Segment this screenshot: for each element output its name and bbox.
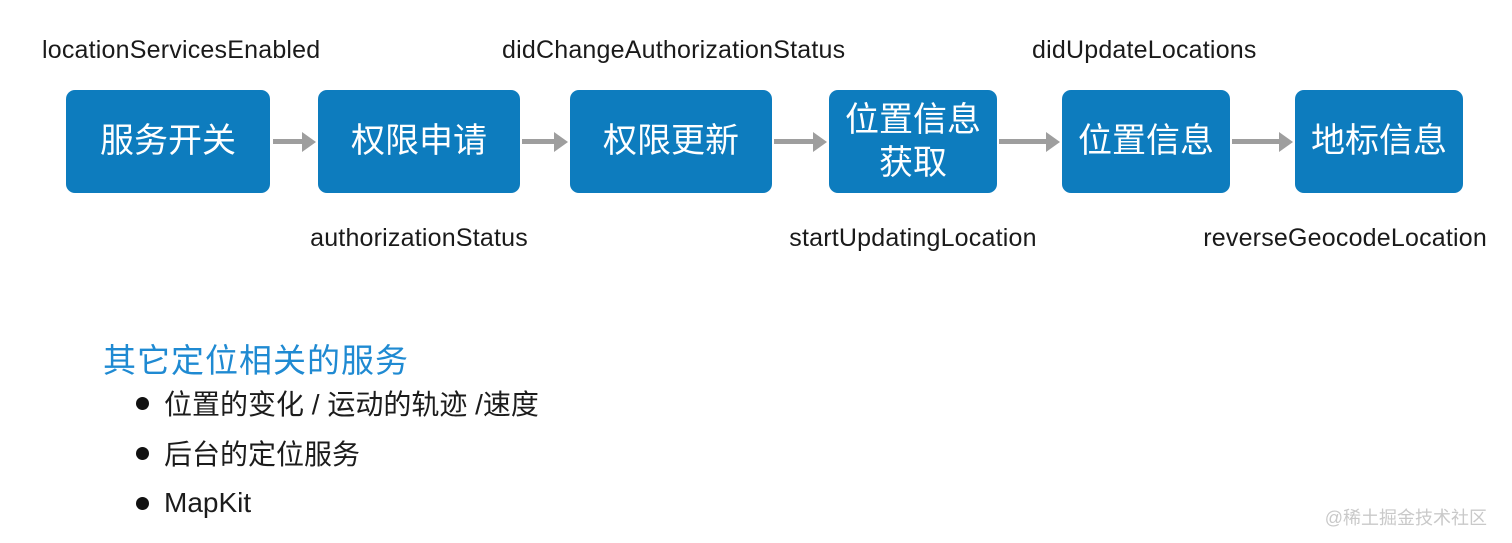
landmark-info-box: 地标信息 — [1295, 90, 1463, 193]
bullet-icon — [136, 396, 149, 410]
location-info-box: 位置信息 — [1062, 90, 1230, 193]
list-item: 位置的变化 / 运动的轨迹 /速度 — [136, 386, 539, 420]
label-reverse-geocode-location: reverseGeocodeLocation — [1203, 224, 1487, 252]
arrow-right-icon — [774, 131, 827, 152]
arrow-shaft — [273, 139, 302, 144]
label-start-updating-location: startUpdatingLocation — [789, 224, 1037, 252]
list-item-label: 位置的变化 / 运动的轨迹 /速度 — [164, 389, 539, 420]
arrow-shaft — [774, 139, 813, 144]
arrow-head — [1279, 131, 1293, 152]
list-item: 后台的定位服务 — [136, 436, 539, 470]
list-item: MapKit — [136, 486, 539, 520]
bullet-icon — [136, 496, 149, 510]
section-heading-other-location-services: 其它定位相关的服务 — [103, 342, 409, 379]
bullet-list: 位置的变化 / 运动的轨迹 /速度 后台的定位服务 MapKit — [136, 386, 539, 536]
label-location-services-enabled: locationServicesEnabled — [42, 36, 321, 64]
label-did-update-locations: didUpdateLocations — [1032, 36, 1257, 64]
arrow-right-icon — [1232, 131, 1293, 152]
bullet-icon — [136, 446, 149, 460]
arrow-head — [813, 131, 827, 152]
permission-update-box: 权限更新 — [570, 90, 772, 193]
list-item-label: 后台的定位服务 — [164, 439, 361, 470]
arrow-head — [302, 131, 316, 152]
arrow-shaft — [1232, 139, 1279, 144]
arrow-head — [1046, 131, 1060, 152]
permission-request-box: 权限申请 — [318, 90, 520, 193]
label-did-change-authorization-status: didChangeAuthorizationStatus — [502, 36, 846, 64]
label-authorization-status: authorizationStatus — [310, 224, 528, 252]
arrow-right-icon — [522, 131, 568, 152]
arrow-head — [554, 131, 568, 152]
list-item-label: MapKit — [164, 487, 252, 518]
location-fetch-box: 位置信息 获取 — [829, 90, 997, 193]
arrow-shaft — [522, 139, 554, 144]
watermark: @稀土掘金技术社区 — [1324, 508, 1487, 528]
arrow-shaft — [999, 139, 1046, 144]
arrow-right-icon — [273, 131, 316, 152]
arrow-right-icon — [999, 131, 1060, 152]
service-switch-box: 服务开关 — [66, 90, 270, 193]
